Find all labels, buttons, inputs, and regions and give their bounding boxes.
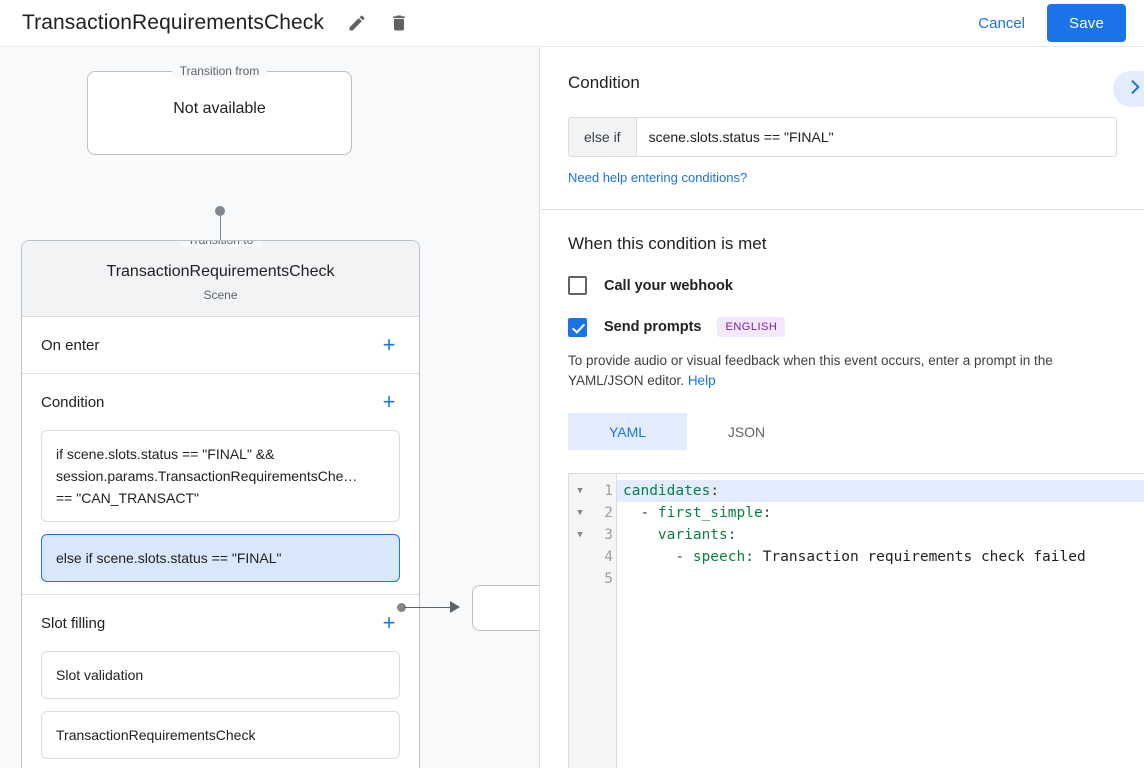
code-line: - speech: Transaction requirements check… [623,549,1086,565]
slot-filling-item[interactable]: Slot validation [41,651,400,699]
prompts-helper-sentence: To provide audio or visual feedback when… [568,353,1053,388]
scene-name: TransactionRequirementsCheck [106,263,335,280]
condition-expression-input[interactable]: scene.slots.status == "FINAL" [636,118,1116,156]
scene-graph-canvas[interactable]: Transition from Not available Transition… [0,47,540,768]
section-condition-header: Condition + [41,374,400,430]
condition-edge-line [404,606,452,608]
panel-when-met-section: When this condition is met Call your web… [541,210,1144,472]
editor-fold-column: ▼ ▼ ▼ [569,474,591,768]
add-slot-filling-button[interactable]: + [382,610,396,635]
add-on-enter-button[interactable]: + [382,332,396,357]
line-number: 1 [604,483,613,499]
add-condition-button[interactable]: + [382,389,396,414]
send-prompts-checkbox[interactable] [568,317,587,337]
tab-json[interactable]: JSON [727,423,766,440]
transition-to-card: Transition to TransactionRequirementsChe… [21,240,420,768]
transition-from-legend: Transition from [171,64,268,78]
fold-toggle[interactable]: ▼ [577,530,583,540]
section-on-enter-header: On enter + [41,317,400,373]
language-badge: ENGLISH [717,317,786,337]
transition-to-legend: Transition to [179,241,262,247]
call-webhook-label: Call your webhook [604,277,733,294]
transition-from-card: Transition from Not available [87,64,352,155]
condition-item-selected[interactable]: else if scene.slots.status == "FINAL" [41,534,400,582]
section-slot-filling-header: Slot filling + [41,595,400,651]
prompts-help-link[interactable]: Help [687,373,716,388]
webhook-row[interactable]: Call your webhook [568,276,1117,295]
cancel-button[interactable]: Cancel [966,7,1037,40]
code-line: variants: [657,527,737,543]
transition-from-value: Not available [173,100,266,117]
code-line [617,568,1144,590]
code-line: - first_simple: [623,505,772,521]
section-on-enter-title: On enter [41,336,100,354]
tab-yaml[interactable]: YAML [568,413,687,450]
editor-format-tabs: YAML JSON [568,413,1117,450]
line-number: 5 [604,571,613,587]
trash-icon [389,13,409,33]
condition-edge-arrow-icon [450,601,460,613]
condition-item[interactable]: if scene.slots.status == "FINAL" && sess… [41,430,400,522]
fold-toggle[interactable]: ▼ [577,508,583,518]
chevron-right-icon [1125,77,1144,102]
scene-type: Scene [203,288,238,302]
panel-when-met-heading: When this condition is met [568,234,767,253]
panel-condition-heading: Condition [568,73,640,92]
connector-line [219,211,221,257]
edit-title-button[interactable] [342,8,372,38]
app-header: TransactionRequirementsCheck Cancel Save [0,0,1144,47]
collapse-panel-button[interactable] [1113,71,1144,107]
section-slot-filling: Slot filling + Slot validation Transacti… [22,595,419,759]
scene-header: TransactionRequirementsCheck Scene [22,241,419,317]
line-number: 2 [604,505,613,521]
save-button[interactable]: Save [1047,4,1126,42]
condition-input-row[interactable]: else if scene.slots.status == "FINAL" [568,117,1117,157]
section-condition-title: Condition [41,393,105,411]
yaml-editor[interactable]: ▼ ▼ ▼ 1 2 3 4 5 candidates: - first_simp… [568,473,1144,768]
next-node-card[interactable] [472,585,539,631]
pencil-icon [347,13,367,33]
call-webhook-checkbox[interactable] [568,276,587,295]
line-number: 3 [604,527,613,543]
send-prompts-row[interactable]: Send prompts ENGLISH [568,317,1117,337]
slot-filling-item[interactable]: TransactionRequirementsCheck [41,711,400,759]
send-prompts-label: Send prompts [604,319,702,335]
section-condition: Condition + if scene.slots.status == "FI… [22,374,419,595]
condition-prefix-label: else if [569,118,637,156]
editor-line-numbers: 1 2 3 4 5 [591,474,617,768]
code-line: candidates: [617,480,1144,502]
prompts-helper-text: To provide audio or visual feedback when… [568,351,1117,391]
panel-condition-section: Condition else if scene.slots.status == … [541,47,1144,210]
fold-toggle [569,568,591,590]
editor-code-area[interactable]: candidates: - first_simple: variants: - … [617,474,1144,768]
fold-toggle [569,546,591,568]
condition-edge-dot [397,603,406,612]
section-on-enter: On enter + [22,317,419,374]
fold-toggle[interactable]: ▼ [577,486,583,496]
page-title: TransactionRequirementsCheck [22,11,324,34]
condition-help-link[interactable]: Need help entering conditions? [568,170,748,185]
section-slot-filling-title: Slot filling [41,614,106,632]
delete-button[interactable] [384,8,414,38]
line-number: 4 [604,549,613,565]
